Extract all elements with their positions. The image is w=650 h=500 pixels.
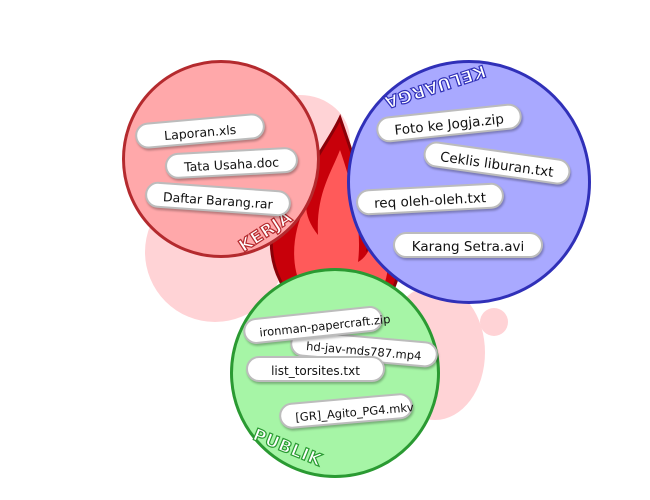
background-blob-small	[480, 308, 508, 336]
file-item[interactable]: Karang Setra.avi	[393, 232, 543, 258]
file-item[interactable]: list_torsites.txt	[246, 356, 385, 382]
